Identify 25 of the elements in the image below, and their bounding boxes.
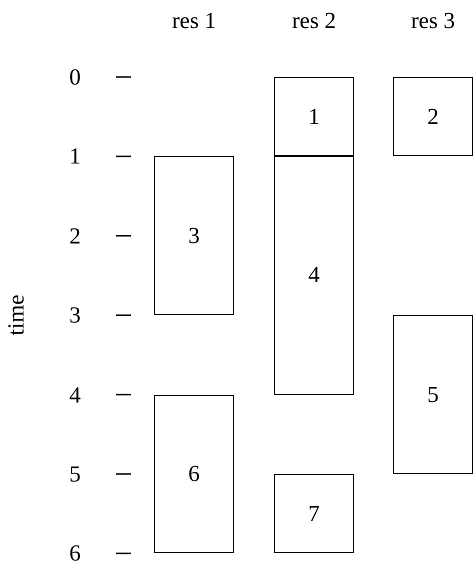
task-number: 7 [308, 500, 320, 527]
column-header: res 1 [172, 9, 216, 32]
task-number: 6 [188, 460, 200, 487]
tick-label: 0 [69, 66, 81, 88]
task-box [274, 474, 354, 554]
column-header: res 2 [292, 9, 336, 32]
axis-title: time [4, 294, 28, 336]
task-number: 4 [308, 262, 320, 288]
tick-label: 5 [69, 462, 81, 486]
task-box [274, 77, 354, 156]
tick-label: 4 [69, 383, 81, 406]
task-number: 2 [427, 104, 439, 130]
task-box [393, 315, 473, 474]
task-box [393, 77, 473, 156]
tick-label: 6 [69, 542, 81, 565]
task-number: 1 [308, 104, 320, 130]
column-header: res 3 [410, 9, 456, 32]
task-box [274, 156, 354, 395]
task-box [154, 156, 234, 316]
tick-label: 1 [69, 144, 81, 168]
tick-label: 2 [69, 224, 81, 248]
task-number: 3 [188, 222, 200, 249]
tick-label: 3 [69, 304, 81, 327]
task-number: 5 [427, 382, 439, 408]
task-box [154, 394, 234, 554]
